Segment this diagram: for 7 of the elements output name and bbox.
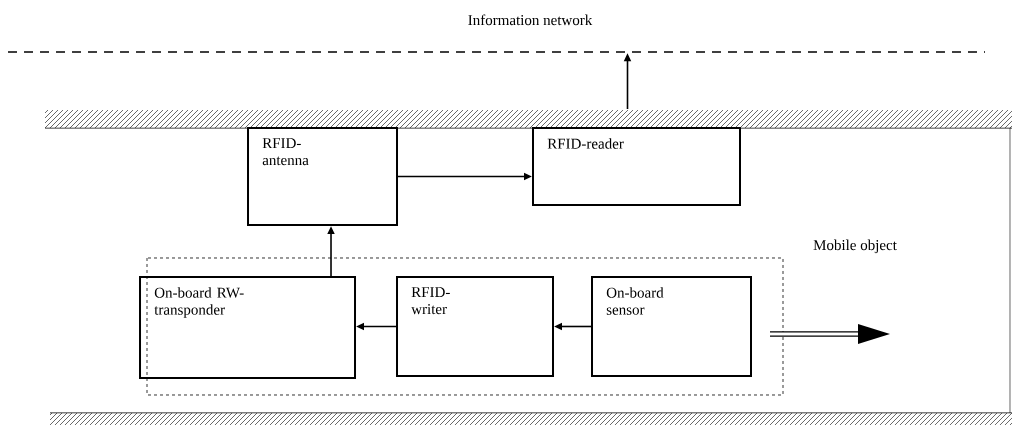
process-box: On-board sensor <box>591 276 752 377</box>
process-box: RFID-writer <box>396 276 554 377</box>
network-label: Information network <box>468 14 593 26</box>
group-label: Mobile object <box>813 239 897 254</box>
reader-box: RFID-reader <box>532 127 741 206</box>
process-box: On-board RW-transponder <box>139 276 356 379</box>
process-box: RFID-antenna <box>247 127 398 226</box>
